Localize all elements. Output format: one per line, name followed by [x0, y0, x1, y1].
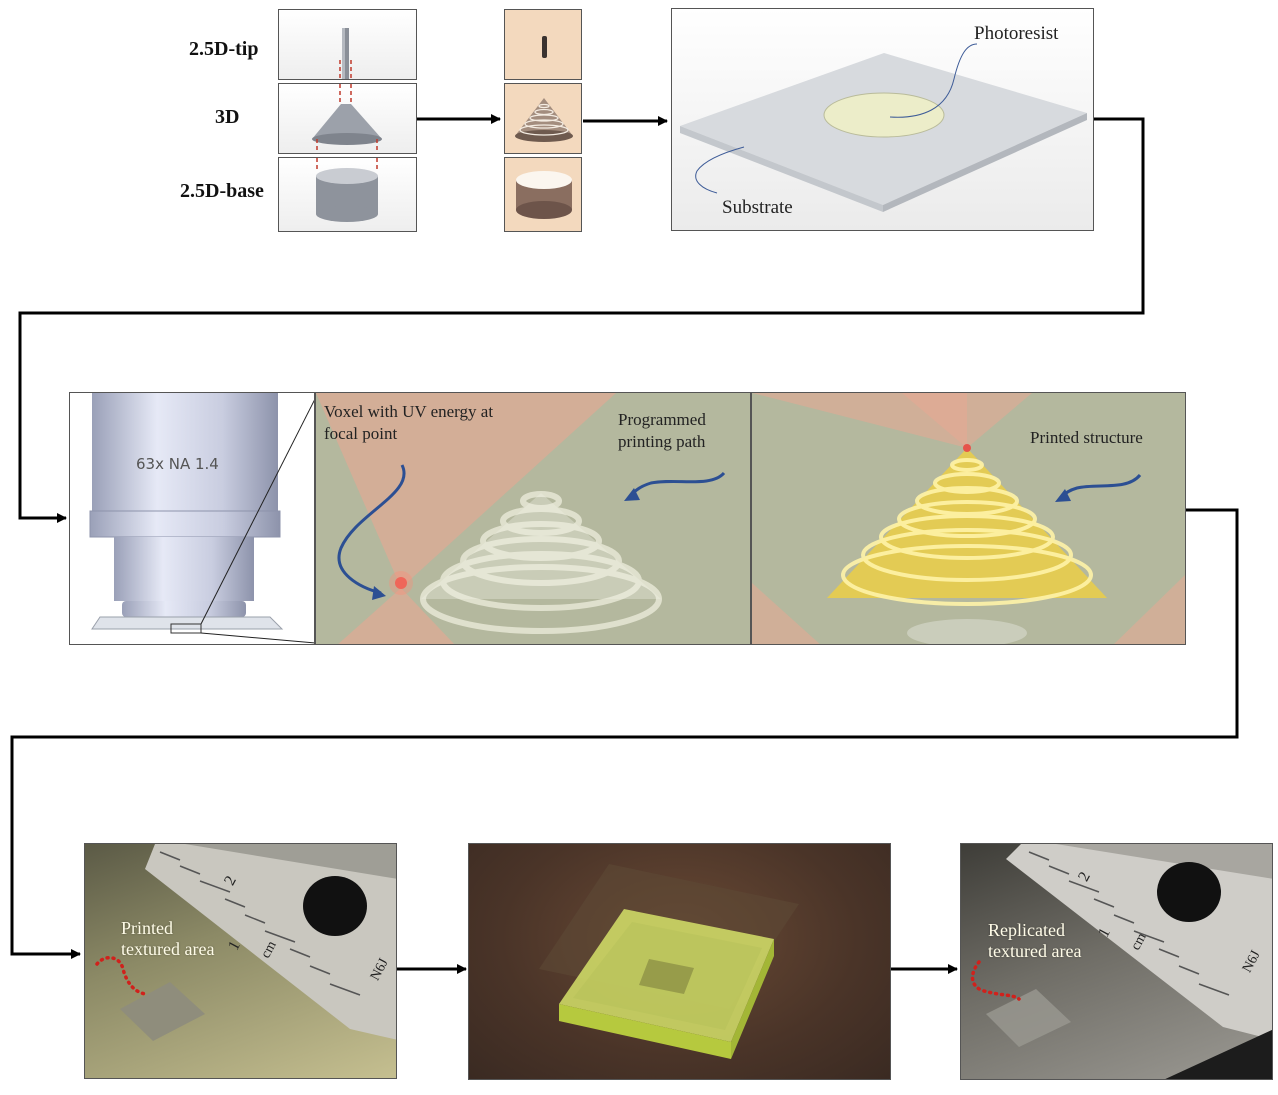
printed-label-line1: Printed	[121, 918, 173, 938]
photoresist-label: Photoresist	[974, 23, 1059, 44]
label-3d: 3D	[215, 106, 240, 128]
printed-structure-label: Printed structure	[1030, 428, 1143, 447]
printed-textured-area	[120, 982, 205, 1041]
substrate-label: Substrate	[722, 197, 793, 218]
voxel-focal-point	[395, 577, 407, 589]
replicated-label-line1: Replicated	[988, 920, 1065, 940]
connector-row2-to-row3	[10, 508, 1239, 959]
voxel-blue-arrow	[337, 464, 406, 595]
replicated-label-line2: textured area	[988, 940, 1082, 961]
objective-label: 63x NA 1.4	[136, 455, 219, 473]
objective-body	[92, 393, 278, 511]
photoresist-region	[823, 92, 945, 138]
replicated-sample-photo: 1 2 cm N6J Replicated textured area	[960, 843, 1273, 1080]
printed-structure-panel: Printed structure	[751, 392, 1186, 645]
sliced-tip-panel	[504, 9, 582, 80]
cone-shape	[312, 104, 382, 139]
design-tip-panel	[278, 9, 417, 80]
printed-label-line2: textured area	[121, 938, 215, 959]
connector-row1-to-row2	[18, 117, 1145, 523]
mold-photo	[468, 843, 891, 1080]
label-tip: 2.5D-tip	[189, 38, 259, 60]
sliced-base-panel	[504, 157, 582, 232]
path-blue-arrow	[629, 471, 726, 497]
printed-sample-photo: 1 2 cm N6J Printed textured area	[84, 843, 397, 1079]
objective-panel: 63x NA 1.4	[69, 392, 315, 645]
ruler-hole	[303, 876, 367, 936]
printing-path-cone	[421, 493, 661, 599]
design-3d-panel	[278, 83, 417, 154]
path-label-line2: printing path	[618, 432, 706, 452]
design-base-panel	[278, 157, 417, 232]
sliced-cone-panel	[504, 83, 582, 154]
voxel-label-line1: Voxel with UV energy at	[324, 402, 494, 421]
tip-cylinder	[342, 28, 349, 79]
substrate-panel	[671, 8, 1094, 231]
printed-cone	[827, 448, 1107, 598]
printing-path-panel: Voxel with UV energy at focal point Prog…	[315, 392, 751, 645]
printed-blue-arrow	[1060, 473, 1142, 498]
voxel-label-line2: focal point	[324, 424, 398, 444]
path-label-line1: Programmed	[618, 410, 706, 429]
replicated-textured-area	[986, 989, 1071, 1047]
printed-focal-point	[963, 444, 971, 452]
label-base: 2.5D-base	[180, 180, 264, 202]
